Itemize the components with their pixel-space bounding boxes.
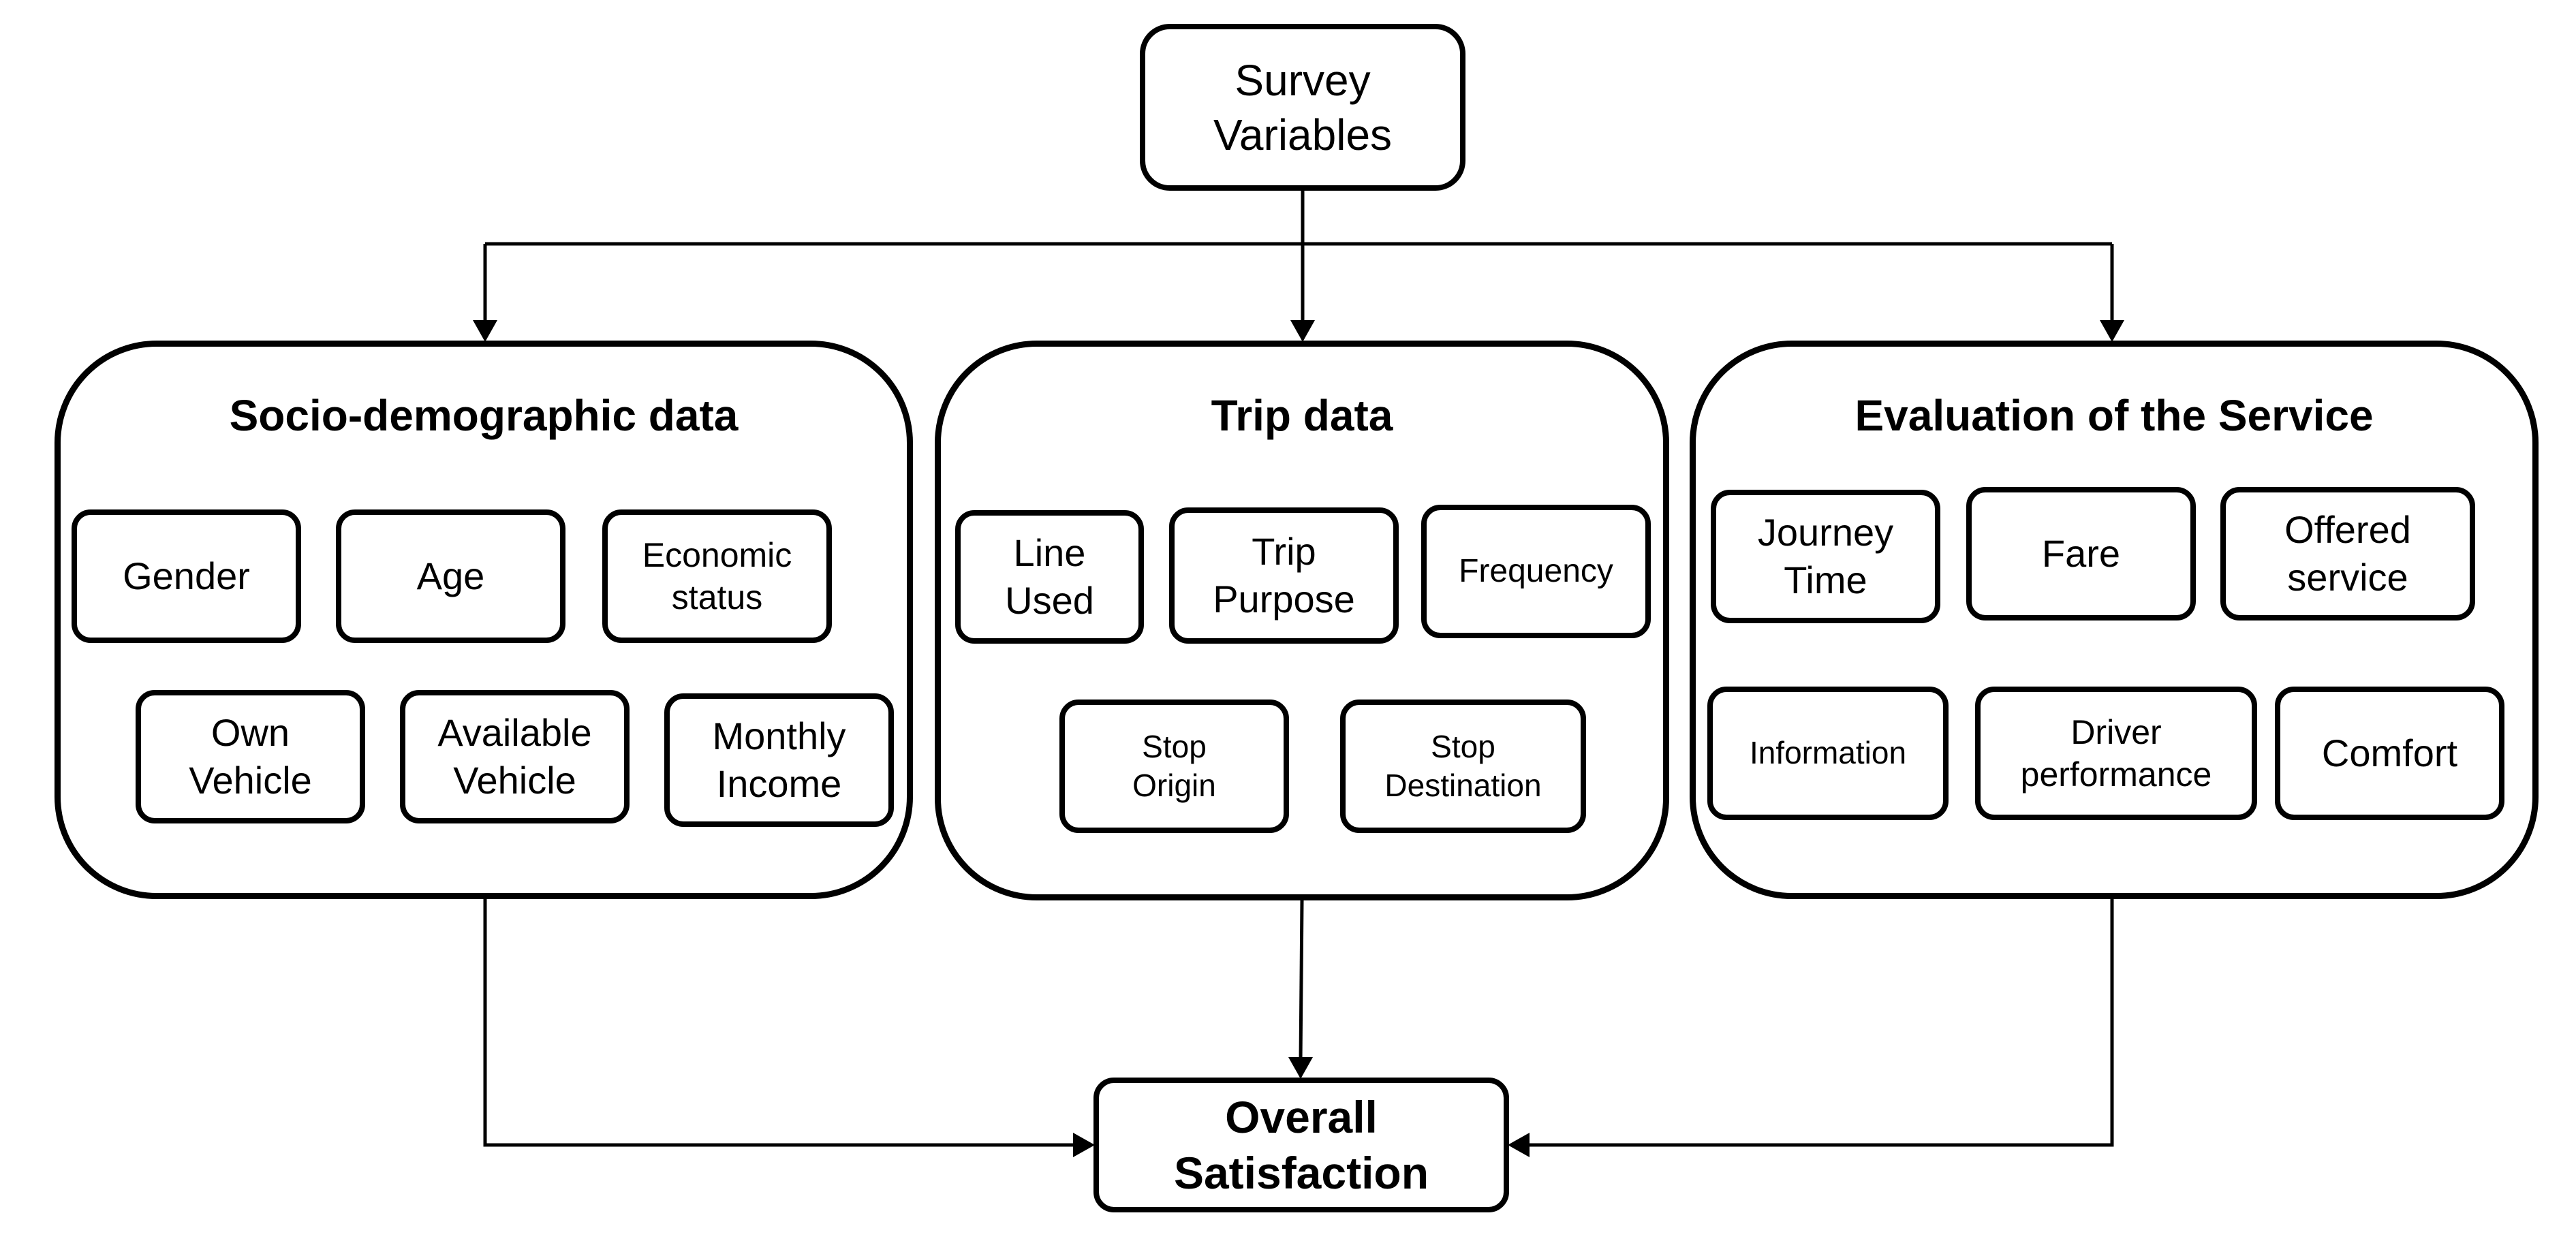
item-age: Age xyxy=(336,509,565,643)
connector-socio-to-outcome xyxy=(483,899,1073,1147)
arrowhead-evaluation-to-outcome xyxy=(1508,1133,1530,1157)
item-frequency: Frequency xyxy=(1421,505,1651,638)
arrowhead-trip-data xyxy=(1290,320,1315,342)
item-trip-purpose: Trip Purpose xyxy=(1169,507,1399,644)
item-line-used: Line Used xyxy=(955,510,1144,644)
connector-trip-to-outcome xyxy=(1299,900,1304,1061)
item-information: Information xyxy=(1707,687,1949,820)
item-stop-origin: Stop Origin xyxy=(1059,700,1289,833)
item-stop-destination: Stop Destination xyxy=(1340,700,1586,833)
item-driver-performance: Driver performance xyxy=(1975,687,2257,820)
group-title: Trip data xyxy=(1211,391,1393,440)
item-own-vehicle: Own Vehicle xyxy=(136,690,365,823)
arrowhead-trip-to-outcome xyxy=(1288,1057,1313,1079)
survey-variables-node: Survey Variables xyxy=(1140,24,1465,191)
arrowhead-evaluation xyxy=(2100,320,2124,342)
item-gender: Gender xyxy=(72,509,301,643)
item-economic-status: Economic status xyxy=(602,509,832,643)
item-comfort: Comfort xyxy=(2275,687,2504,820)
group-title: Evaluation of the Service xyxy=(1855,391,2374,440)
group-title: Socio-demographic data xyxy=(229,391,739,440)
item-available-vehicle: Available Vehicle xyxy=(400,690,630,823)
item-fare: Fare xyxy=(1966,487,2196,620)
item-journey-time: Journey Time xyxy=(1711,490,1940,623)
arrowhead-socio-demographic xyxy=(473,320,497,342)
connector-evaluation-to-outcome xyxy=(1530,899,2114,1147)
overall-satisfaction-node: Overall Satisfaction xyxy=(1093,1078,1509,1212)
item-offered-service: Offered service xyxy=(2220,487,2475,620)
arrowhead-socio-to-outcome xyxy=(1073,1133,1095,1157)
item-monthly-income: Monthly Income xyxy=(664,693,894,827)
